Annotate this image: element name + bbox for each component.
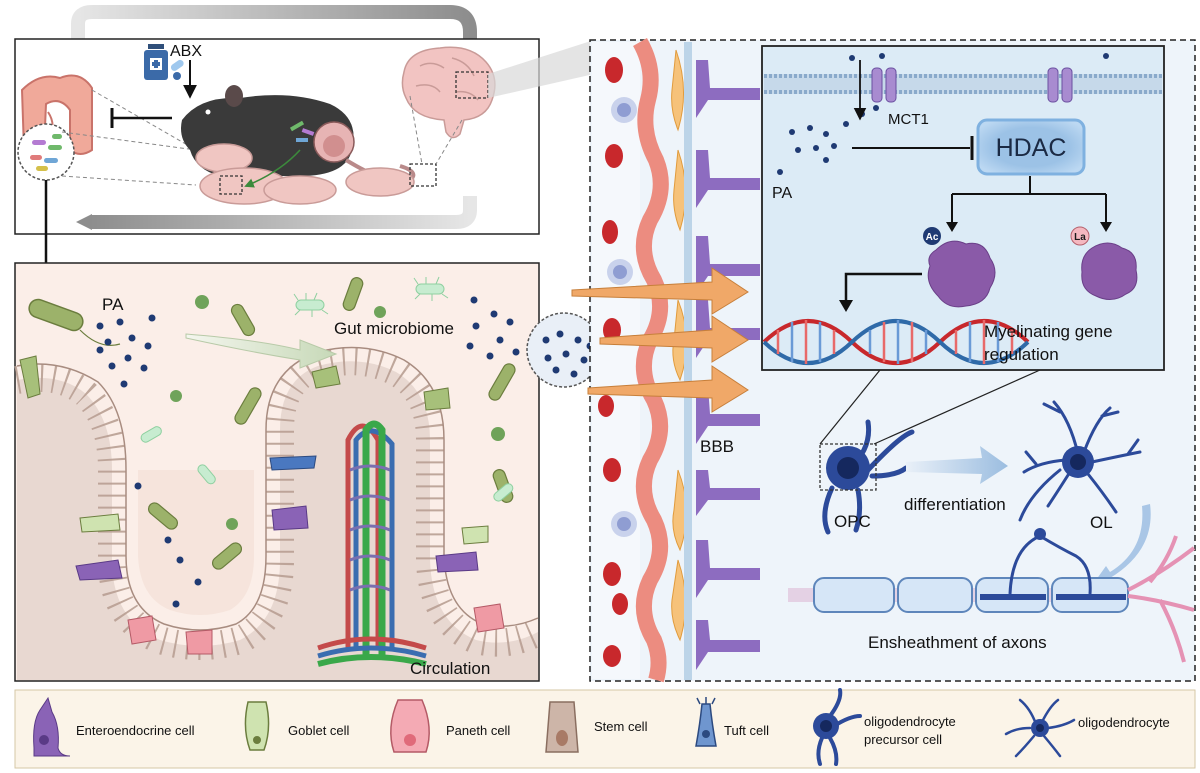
ac-label: Ac xyxy=(926,232,939,243)
zoom-line xyxy=(91,89,197,151)
legend-label-opc-1: oligodendrocyte xyxy=(864,714,956,729)
opc-label: OPC xyxy=(834,512,871,531)
la-label: La xyxy=(1074,232,1086,243)
bottom-cycle-arrowhead xyxy=(76,214,92,230)
legend-label-stem: Stem cell xyxy=(594,719,648,734)
inset-callout-line xyxy=(873,369,1041,445)
legend-label-tuft: Tuft cell xyxy=(724,723,769,738)
opc-icon xyxy=(819,419,915,535)
myelinated-axon xyxy=(788,528,1196,663)
mct1-transporter-icon xyxy=(871,67,1073,103)
villus-capillaries xyxy=(317,420,427,667)
ol-icon xyxy=(1018,400,1142,522)
legend-label-oligodendrocyte: oligodendrocyte xyxy=(1078,715,1170,730)
gut-pa-label: PA xyxy=(102,295,124,314)
legend: Enteroendocrine cell Goblet cell Paneth … xyxy=(14,688,1196,769)
legend-label-goblet: Goblet cell xyxy=(288,723,350,738)
white-blood-cells xyxy=(607,97,637,537)
stem-cell-icon xyxy=(545,701,579,753)
top-cycle-arrow xyxy=(71,5,477,50)
epithelium-base xyxy=(17,361,538,680)
acetylated-protein-icon: Ac xyxy=(923,227,996,308)
differentiation-label: differentiation xyxy=(904,495,1006,514)
legend-frame xyxy=(14,689,1196,769)
legend-label-enteroendocrine: Enteroendocrine cell xyxy=(76,723,195,738)
crypt-lumen xyxy=(138,470,254,615)
enteroendocrine-cell-icon xyxy=(33,696,71,757)
gene-regulation-label-2: regulation xyxy=(984,345,1059,364)
endothelium xyxy=(632,38,669,683)
mechanism-inset: MCT1 PA HDAC Ac La xyxy=(761,45,1165,371)
paneth-cell-icon xyxy=(390,699,430,753)
lactylated-protein-icon: La xyxy=(1070,226,1138,300)
opc-icon xyxy=(813,688,862,766)
legend-label-opc-2: precursor cell xyxy=(864,732,942,747)
cell-membrane xyxy=(764,74,1162,94)
pericytes xyxy=(671,49,687,642)
gut-pa-molecules xyxy=(96,296,520,608)
pa-transport-arrows xyxy=(571,267,749,413)
mouse-pups-icon xyxy=(195,143,415,205)
circulation-label: Circulation xyxy=(410,659,490,678)
pup-brain-box xyxy=(409,163,437,187)
bottom-cycle-arrow xyxy=(90,196,477,229)
dna-helix-icon xyxy=(762,319,1030,365)
zoom-line xyxy=(61,175,197,186)
ensheathment-label: Ensheathment of axons xyxy=(868,633,1047,652)
zoom-line xyxy=(435,119,463,165)
bbb-label: BBB xyxy=(700,437,734,456)
antibiotics-icon xyxy=(144,44,184,80)
legend-label-paneth: Paneth cell xyxy=(446,723,510,738)
inset-pa-label: PA xyxy=(772,185,792,202)
tuft-cell-icon xyxy=(695,697,717,747)
ol-label: OL xyxy=(1090,513,1113,532)
zoom-line xyxy=(409,95,423,165)
hdac-branch-lines xyxy=(951,176,1107,226)
gut-panel: PA Gut microbiome Circulation xyxy=(14,262,545,682)
abx-label: ABX xyxy=(170,43,202,60)
differentiation-arrow xyxy=(906,446,1008,484)
inset-frame xyxy=(761,45,1165,371)
oligodendrocyte-icon xyxy=(1004,698,1076,758)
zoom-line xyxy=(61,131,197,151)
gene-regulation-arrowhead xyxy=(839,300,853,312)
hdac-box xyxy=(976,118,1086,176)
zoom-wedge xyxy=(488,40,594,98)
red-blood-cells xyxy=(598,57,628,667)
gut-special-cells xyxy=(19,355,505,655)
hdac-label: HDAC xyxy=(996,134,1067,162)
goblet-cell-icon xyxy=(244,701,270,751)
inset-callout-line xyxy=(819,369,881,445)
gene-regulation-label-1: Myelinating gene xyxy=(984,322,1113,341)
brain-icon xyxy=(401,46,496,139)
microbiome-arrow xyxy=(185,333,338,369)
gene-regulation-arrow xyxy=(844,272,922,304)
bacteria-group xyxy=(28,276,516,570)
gut-microbiome-label: Gut microbiome xyxy=(334,319,454,338)
mouse-panel: ABX xyxy=(14,5,594,235)
mct1-label: MCT1 xyxy=(888,111,929,128)
microbiome-magnifier-icon xyxy=(17,123,75,181)
